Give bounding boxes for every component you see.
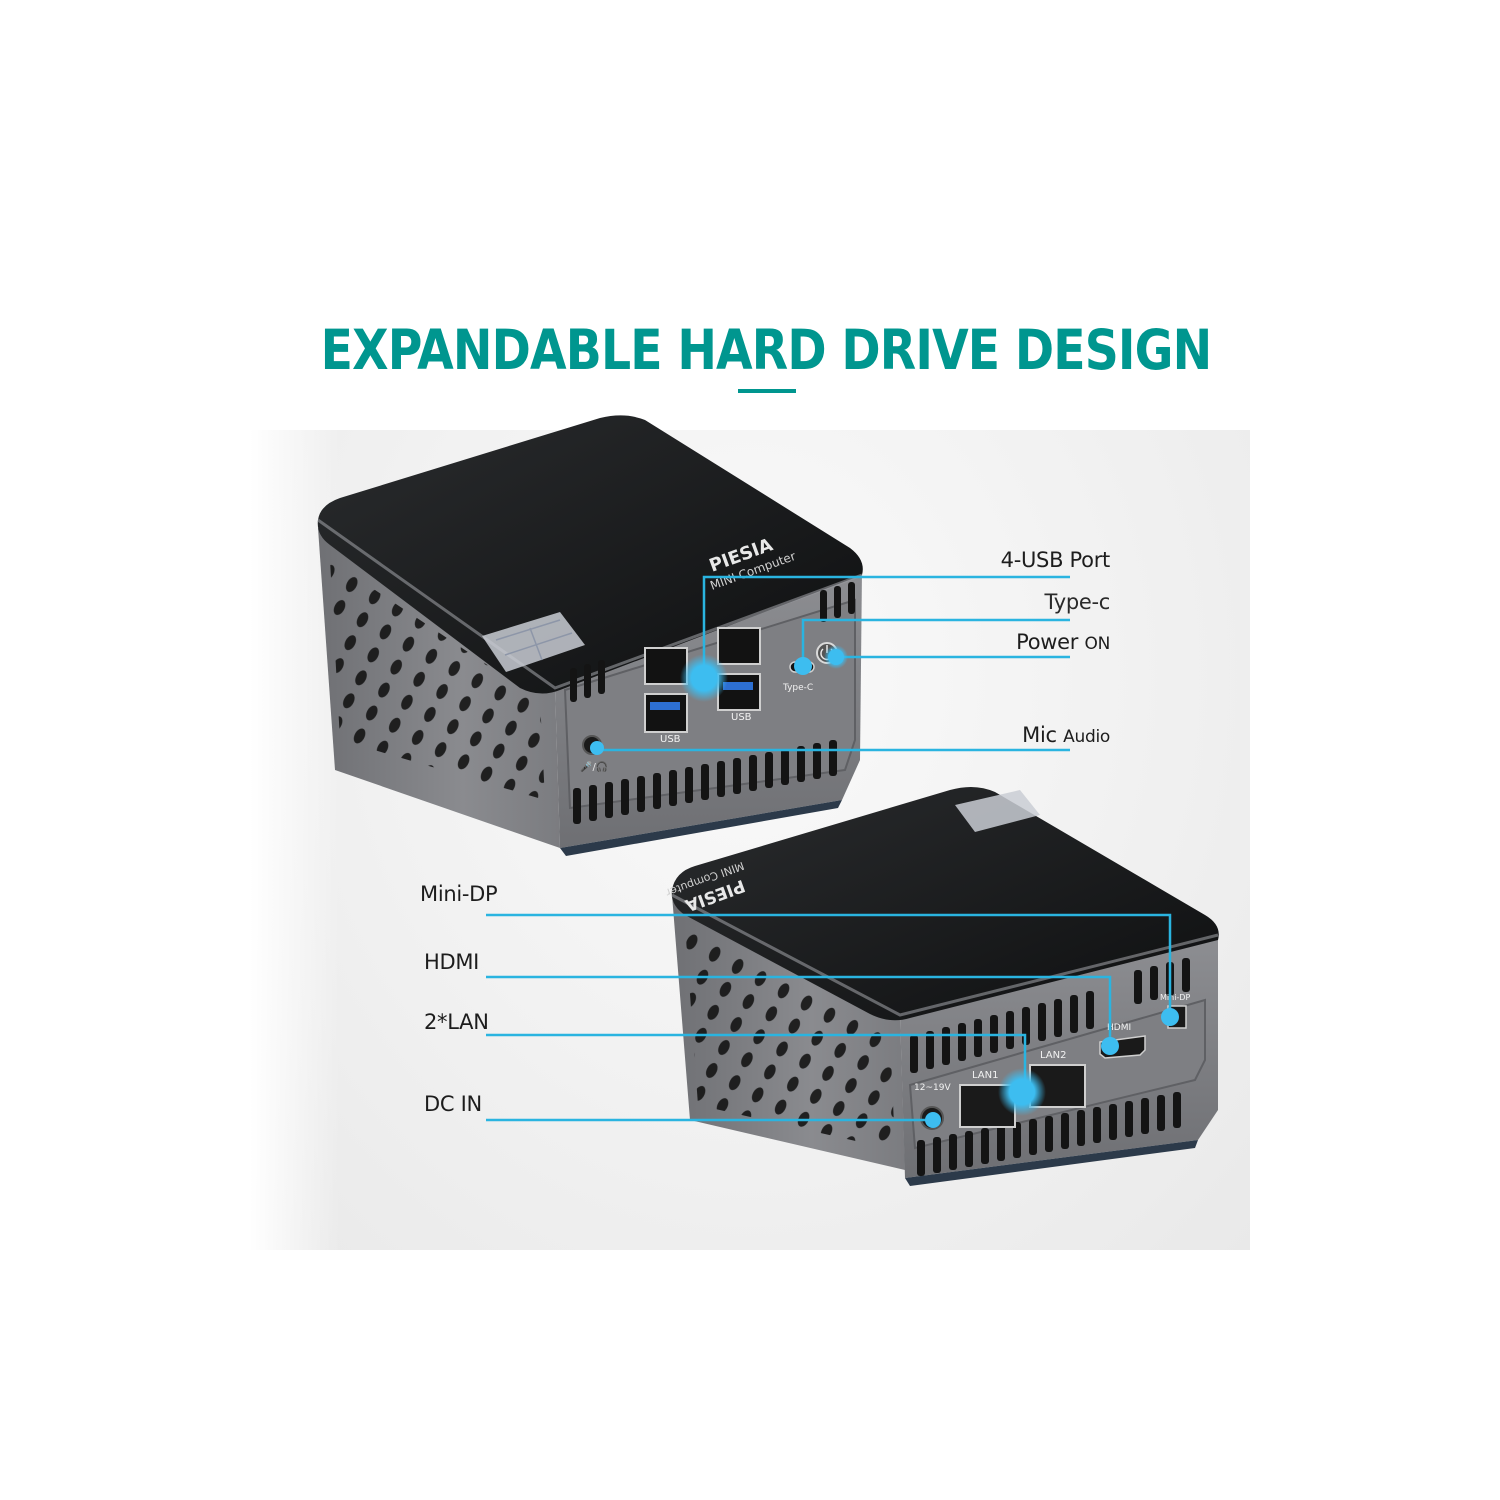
power-label-main: Power: [1016, 630, 1079, 654]
callout-label-dcin: DC IN: [424, 1092, 482, 1116]
callout-label-typec: Type-c: [1044, 590, 1110, 614]
front-callout-dots: [590, 645, 848, 755]
front-unit: PIESIA MINI Computer: [317, 415, 863, 856]
back-callout-dots: [925, 1008, 1179, 1128]
usb-right-label: USB: [731, 712, 752, 723]
callout-label-hdmi: HDMI: [424, 950, 480, 974]
power-label-small: ON: [1084, 634, 1111, 654]
lan2-label: LAN2: [1040, 1050, 1066, 1061]
callout-label-usb: 4-USB Port: [1000, 548, 1111, 572]
hdmi-hotspot: [1101, 1037, 1119, 1055]
minidp-port-label: Mini-DP: [1160, 993, 1190, 1002]
callout-label-minidp: Mini-DP: [420, 882, 498, 906]
mic-label-small: Audio: [1063, 727, 1110, 747]
dcin-hotspot: [925, 1112, 941, 1128]
usb-left-label: USB: [660, 734, 681, 745]
callout-label-mic: Mic Audio: [1022, 723, 1110, 747]
hdmi-callout-line: [486, 975, 1112, 1044]
callout-label-power: Power ON: [1016, 630, 1110, 654]
title-underline: [738, 389, 796, 393]
hdmi-port-label: HDMI: [1107, 1023, 1131, 1033]
minidp-hotspot: [1161, 1008, 1179, 1026]
front-callout-lines: [596, 575, 1070, 752]
typec-port-label: Type-C: [782, 683, 813, 693]
svg-text:🎤/🎧: 🎤/🎧: [580, 760, 608, 773]
voltage-label: 12~19V: [914, 1083, 951, 1093]
typec-callout-line: [801, 618, 1070, 663]
typec-hotspot: [794, 657, 812, 675]
mic-hotspot: [590, 741, 604, 755]
usb-callout-line: [702, 575, 1070, 676]
minidp-callout-line: [486, 913, 1172, 1015]
callout-label-lan: 2*LAN: [424, 1010, 489, 1034]
lan1-label: LAN1: [972, 1070, 998, 1081]
back-unit: PIESIA MINI Computer: [664, 786, 1219, 1186]
page-title: EXPANDABLE HARD DRIVE DESIGN: [320, 318, 1213, 382]
mic-label-main: Mic: [1022, 723, 1057, 747]
